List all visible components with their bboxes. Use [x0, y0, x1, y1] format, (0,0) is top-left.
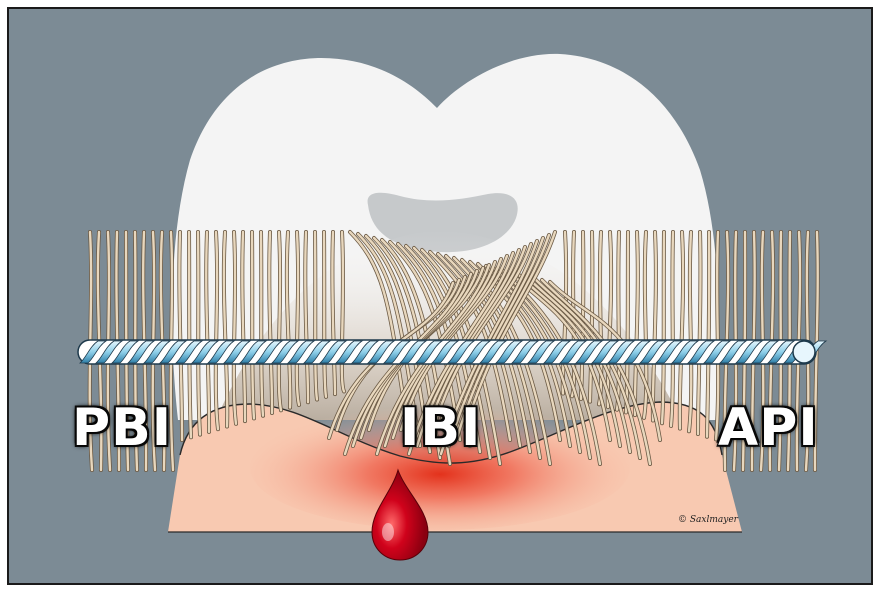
copyright-credit: © Saxlmayer	[678, 515, 738, 525]
label-api: API	[718, 402, 819, 454]
label-pbi: PBI	[72, 402, 172, 454]
label-ibi: IBI	[400, 402, 481, 454]
floss-rope	[78, 340, 826, 364]
